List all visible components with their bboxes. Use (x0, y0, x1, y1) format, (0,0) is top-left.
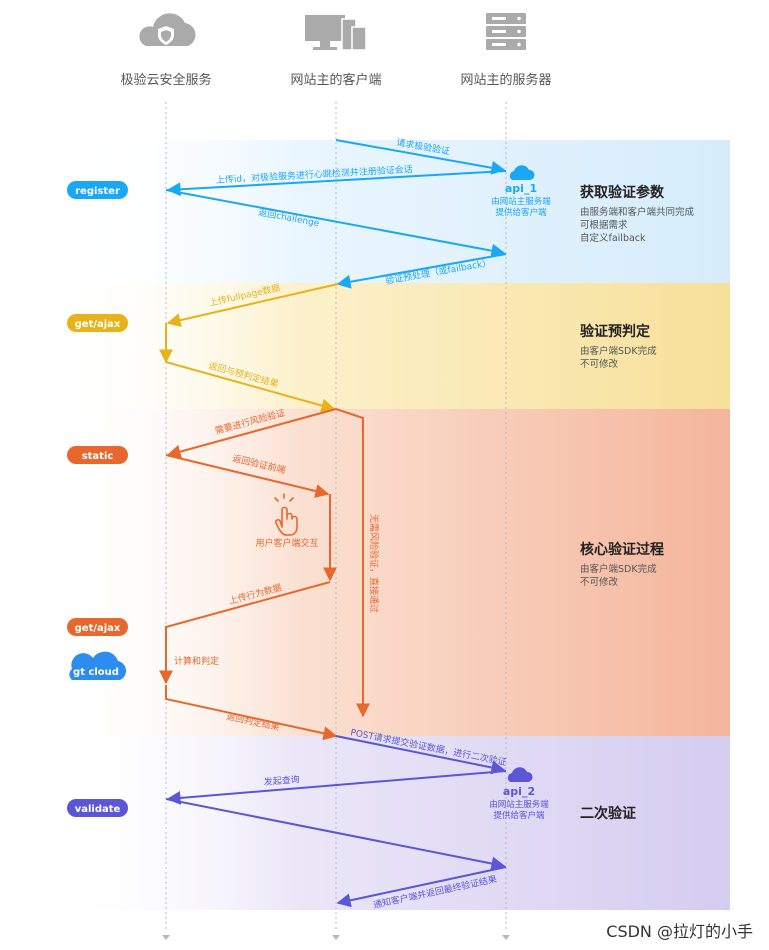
section-desc-prejudge-1: 由客户端SDK完成 (580, 345, 657, 357)
hand-pointer-icon (274, 493, 298, 536)
section-desc-params-3: 自定义failback (580, 232, 646, 244)
arrow-request-verify (335, 139, 506, 175)
arrow-no-risk-pass (335, 408, 370, 718)
arrow-post-second-verify (335, 735, 506, 775)
arrow-upload-behavior (159, 581, 331, 685)
arrow-start-query (166, 770, 507, 805)
section-title-params: 获取验证参数 (580, 184, 665, 201)
gt-cloud-badge: gt cloud (69, 651, 127, 680)
gt-cloud-label: gt cloud (73, 667, 119, 678)
msg-user-interaction: 用户客户端交互 (255, 537, 318, 549)
arrow-return-judge (165, 685, 338, 741)
api1-desc-1: 由网站主服务端 (491, 196, 551, 207)
section-band-second (60, 736, 730, 910)
pill-validate: validate (67, 799, 128, 817)
arrow-upload-id (166, 170, 507, 197)
msg-compute-judge: 计算和判定 (174, 655, 219, 667)
api2-desc-2: 提供给客户端 (493, 810, 545, 821)
api1-name: api_1 (505, 182, 537, 195)
arrow-need-risk-verify (166, 408, 337, 459)
lifeline-end-geetest (162, 935, 170, 940)
section-desc-core-2: 不可修改 (580, 576, 619, 588)
arrow-return-frontend (165, 454, 330, 498)
api1-desc-2: 提供给客户端 (495, 207, 547, 218)
pill-get-ajax-core-label: get/ajax (75, 623, 121, 634)
arrow-return-prejudge (165, 361, 336, 413)
section-band-params (60, 140, 730, 283)
pill-get-ajax-prejudge: get/ajax (67, 314, 128, 332)
pill-get-ajax-core: get/ajax (67, 618, 128, 636)
section-desc-prejudge-2: 不可修改 (580, 358, 619, 370)
cloud-shield-icon (139, 13, 196, 46)
section-title-second: 二次验证 (580, 805, 636, 822)
api2-badge: api_2 由网站主服务端 提供给客户端 (489, 767, 549, 821)
lifelines (165, 102, 507, 930)
api2-name: api_2 (503, 785, 535, 798)
cloud-icon (509, 165, 535, 180)
arrow-notify-client (336, 866, 507, 908)
cloud-icon (507, 767, 533, 782)
pill-register: register (67, 181, 128, 199)
msg-no-risk-pass: 无需风险验证，直接通过 (368, 514, 380, 613)
section-title-prejudge: 验证预判定 (580, 323, 650, 340)
section-desc-params-2: 可根据需求 (580, 219, 628, 231)
arrow-query-result (165, 798, 506, 871)
desktop-devices-icon (305, 15, 367, 51)
pill-static: static (67, 446, 128, 464)
pill-register-label: register (75, 186, 120, 197)
arrow-upload-fullpage (166, 283, 339, 328)
pill-static-label: static (82, 451, 114, 462)
pill-get-ajax-prejudge-label: get/ajax (75, 319, 121, 330)
api1-badge: api_1 由网站主服务端 提供给客户端 (491, 165, 551, 218)
server-rack-icon (486, 13, 526, 50)
arrow-preprocess (336, 253, 507, 289)
section-desc-params-1: 由服务端和客户端共同完成 (580, 206, 695, 218)
arrow-return-challenge (165, 189, 506, 258)
api2-desc-1: 由网站主服务端 (489, 799, 549, 810)
actor-label-client: 网站主的客户端 (290, 72, 381, 88)
actor-label-geetest: 极验云安全服务 (120, 72, 211, 88)
section-title-core: 核心验证过程 (580, 541, 664, 558)
section-desc-core-1: 由客户端SDK完成 (580, 563, 657, 575)
pill-validate-label: validate (75, 804, 121, 815)
lifeline-end-server (502, 935, 510, 940)
watermark: CSDN @拉灯的小手 (606, 922, 753, 941)
section-band-prejudge (60, 283, 730, 409)
actor-label-server: 网站主的服务器 (460, 72, 551, 88)
lifeline-end-client (332, 935, 340, 940)
msg-start-query: 发起查询 (263, 773, 300, 788)
